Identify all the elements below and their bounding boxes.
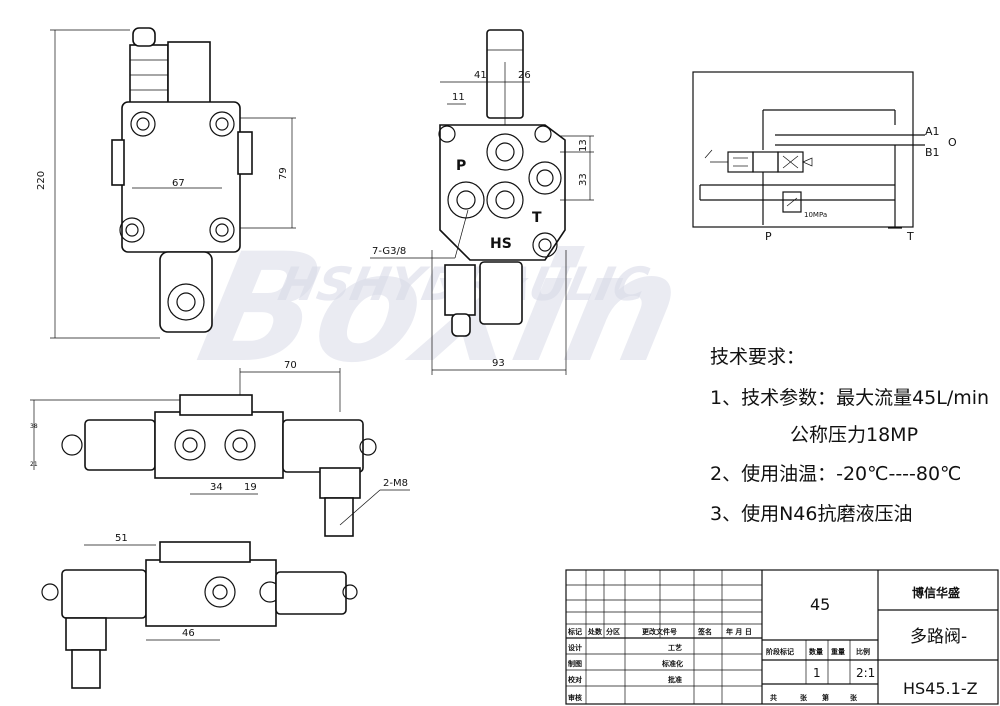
notes-line1b: 公称压力18MP	[790, 424, 918, 446]
front-view: 220 67 79	[36, 27, 296, 339]
dim-34: 34	[210, 482, 223, 493]
schematic-o: O	[948, 136, 957, 149]
title-block-cell: 比例	[856, 647, 870, 656]
title-block-cell: 工艺	[668, 643, 682, 652]
port-label-p: P	[456, 158, 466, 174]
dim-13: 13	[578, 139, 589, 152]
title-block-cell: 张	[800, 693, 808, 702]
title-block-cell: 制图	[568, 659, 582, 668]
title-block-cell: 数量	[809, 647, 823, 656]
schematic-relief: 10MPa	[804, 211, 827, 219]
side-view: P T HS 41 26 11 13 33 7-G3/8 93	[370, 29, 594, 375]
material: 45	[810, 595, 830, 614]
dim-small-b: 21	[30, 461, 38, 468]
port-label-hs: HS	[490, 236, 512, 252]
notes-heading: 技术要求：	[710, 346, 805, 368]
title-block-cell: 张	[850, 693, 858, 702]
part-name: 多路阀-	[910, 627, 967, 647]
dim-70: 70	[284, 360, 297, 371]
dim-height-79: 79	[278, 167, 289, 180]
watermark-main: Boxin	[186, 221, 696, 396]
title-block-cell: 签名	[697, 627, 712, 636]
title-block-cell: 处数	[587, 627, 603, 636]
schematic-b1: B1	[925, 146, 940, 159]
title-block-cell: 重量	[831, 647, 845, 656]
dim-width-67: 67	[172, 178, 185, 189]
company-name: 博信华盛	[912, 585, 960, 600]
notes-line1: 1、技术参数：最大流量45L/min	[710, 387, 989, 409]
bottom-view: 51 46	[41, 533, 358, 689]
part-code: HS45.1-Z	[903, 679, 978, 698]
quantity-value: 1	[813, 666, 821, 680]
technical-notes: 技术要求： 1、技术参数：最大流量45L/min 公称压力18MP 2、使用油温…	[710, 346, 989, 525]
schematic-p: P	[765, 230, 772, 243]
notes-line3: 3、使用N46抗磨液压油	[710, 503, 912, 525]
title-block-cell: 分区	[606, 627, 620, 636]
title-block-cell: 设计	[568, 643, 582, 652]
dim-19: 19	[244, 482, 257, 493]
title-block-cell: 标准化	[661, 659, 683, 668]
scale-value: 2:1	[856, 666, 875, 680]
dim-mount-thread: 2-M8	[383, 478, 408, 489]
dim-26: 26	[518, 70, 531, 81]
title-block: 标记 处数 分区 更改文件号 签名 年 月 日 设计 制图 校对 审核 工艺 标…	[565, 569, 999, 705]
dim-46: 46	[182, 628, 195, 639]
title-block-cell: 校对	[568, 675, 582, 684]
title-block-cell: 年 月 日	[726, 627, 752, 636]
title-block-cell: 第	[822, 693, 829, 702]
title-block-cell: 标记	[567, 627, 582, 636]
title-block-cell: 审核	[568, 693, 582, 702]
dim-small-a: 38	[30, 423, 38, 430]
dim-51: 51	[115, 533, 128, 544]
title-block-cell: 更改文件号	[642, 627, 677, 636]
notes-line2: 2、使用油温：-20℃----80℃	[710, 463, 961, 485]
title-block-cell: 批准	[668, 675, 682, 684]
schematic-t: T	[906, 230, 914, 243]
dim-33: 33	[578, 173, 589, 186]
hydraulic-schematic: 10MPa A1 B1 O P T	[692, 71, 957, 243]
dim-41: 41	[474, 70, 487, 81]
dim-11: 11	[452, 92, 465, 103]
dim-width-93: 93	[492, 358, 505, 369]
dim-height-total: 220	[36, 171, 47, 190]
dim-port-thread: 7-G3/8	[372, 246, 406, 257]
watermark: Boxin HSHYDRAULIC	[186, 221, 696, 396]
title-block-cell: 阶段标记	[766, 647, 794, 656]
top-view: 70 34 19 2-M8 38 21	[30, 360, 410, 537]
port-label-t: T	[532, 210, 542, 226]
schematic-a1: A1	[925, 125, 940, 138]
title-block-cell: 共	[770, 693, 777, 702]
